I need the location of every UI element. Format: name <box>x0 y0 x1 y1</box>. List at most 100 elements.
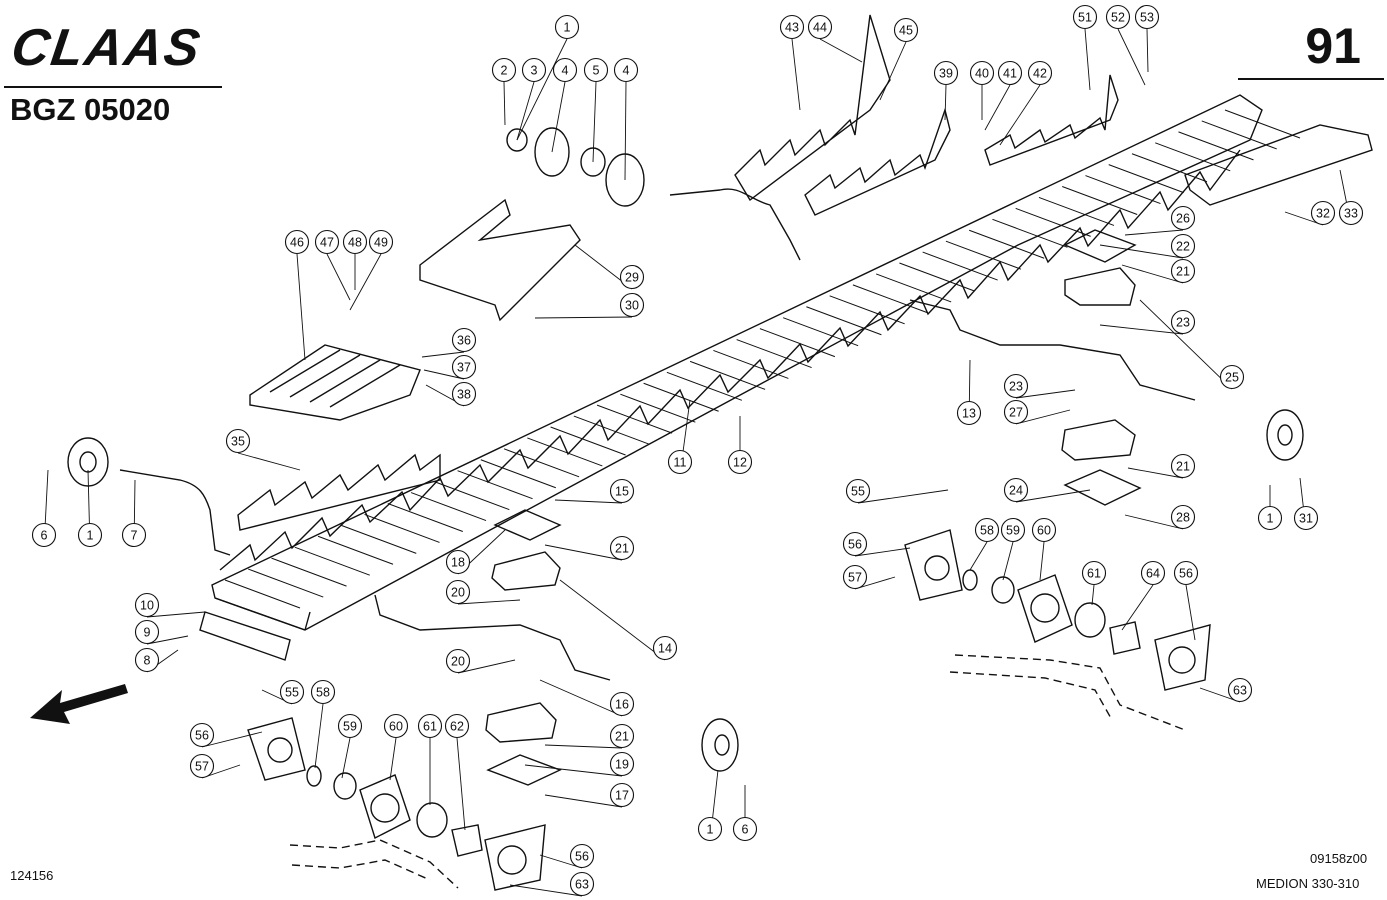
callout-circle <box>1027 60 1053 86</box>
callout-5: 5 <box>583 57 609 83</box>
callout-number: 8 <box>144 654 151 668</box>
callout-38: 38 <box>451 381 477 407</box>
leader-line <box>1091 584 1095 606</box>
shaft-13 <box>909 299 1196 401</box>
leader-line <box>516 81 535 141</box>
toothed-strip-51 <box>984 74 1119 166</box>
callout-51: 51 <box>1072 4 1098 30</box>
callout-number: 23 <box>1176 316 1190 330</box>
rake-bar <box>736 339 812 369</box>
callout-2: 2 <box>491 57 517 83</box>
callout-60: 60 <box>383 713 409 739</box>
callout-circle <box>933 60 959 86</box>
callout-12: 12 <box>727 449 753 475</box>
header-rule <box>4 86 222 88</box>
leader-line <box>237 452 301 471</box>
callout-circle <box>845 478 871 504</box>
callout-10: 10 <box>134 592 160 618</box>
callout-number: 32 <box>1316 207 1330 221</box>
callout-circle <box>383 713 409 739</box>
rake-bar <box>620 393 696 423</box>
sawtooth-wall <box>219 149 1241 571</box>
callout-circle <box>609 535 635 561</box>
callout-circle <box>1003 373 1029 399</box>
housing-56-right <box>904 529 963 601</box>
callout-number: 62 <box>450 720 464 734</box>
callout-35: 35 <box>225 428 251 454</box>
screen-plate-10 <box>199 611 291 661</box>
callout-circle <box>609 478 635 504</box>
leader-line <box>1015 489 1091 503</box>
rake-bar <box>294 546 370 576</box>
callout-circle <box>609 723 635 749</box>
callout-circle <box>368 229 394 255</box>
callout-1: 1 <box>77 522 103 548</box>
callout-number: 48 <box>348 236 362 250</box>
callout-number: 60 <box>1037 524 1051 538</box>
leader-line <box>1139 299 1233 390</box>
callout-1: 1 <box>697 816 723 842</box>
callout-40: 40 <box>969 60 995 86</box>
callout-44: 44 <box>807 14 833 40</box>
leader-line <box>534 316 633 319</box>
callout-circle <box>969 60 995 86</box>
conveyor-deck <box>211 94 1263 631</box>
callout-circle <box>667 449 693 475</box>
figure-reference: 09158z00 <box>1310 851 1368 866</box>
callout-number: 25 <box>1225 371 1239 385</box>
callout-42: 42 <box>1027 60 1053 86</box>
bearing-59-left <box>333 772 357 800</box>
callout-circle <box>697 816 723 842</box>
callout-circle <box>31 522 57 548</box>
callout-9: 9 <box>134 619 160 645</box>
leader-line <box>1015 409 1071 425</box>
callout-52: 52 <box>1105 4 1131 30</box>
rake-bar <box>317 535 394 565</box>
callout-number: 24 <box>1009 484 1023 498</box>
callout-number: 49 <box>374 236 388 250</box>
callout-circle <box>619 264 645 290</box>
rake-bar-grid <box>224 109 1301 609</box>
callout-circle <box>997 60 1023 86</box>
rake-bar <box>480 459 556 489</box>
rake-bar <box>643 382 719 412</box>
callout-number: 61 <box>1087 567 1101 581</box>
callout-circle <box>619 292 645 318</box>
callout-circle <box>1003 477 1029 503</box>
callout-number: 44 <box>813 21 827 35</box>
callout-number: 16 <box>615 698 629 712</box>
callout-circle <box>1072 4 1098 30</box>
flange-60-right <box>1017 574 1073 643</box>
page-number: 91 <box>1305 18 1361 74</box>
leader-line <box>503 81 506 126</box>
callout-number: 21 <box>1176 460 1190 474</box>
plate-24 <box>1063 469 1142 506</box>
circlip-58-right <box>962 569 978 591</box>
callout-number: 58 <box>316 686 330 700</box>
chassis-dash-right <box>949 654 1186 731</box>
flange-bearing-bottom-bore <box>714 734 730 756</box>
callout-23: 23 <box>1170 309 1196 335</box>
callout-46: 46 <box>284 229 310 255</box>
rake-bar <box>666 371 743 401</box>
callout-number: 9 <box>144 626 151 640</box>
leader-line <box>539 679 623 717</box>
plate-18 <box>493 509 562 541</box>
toothed-strip-43 <box>734 14 891 202</box>
leader-line <box>146 611 206 618</box>
callout-59: 59 <box>1000 517 1026 543</box>
callout-circle <box>1140 560 1166 586</box>
callout-60: 60 <box>1031 517 1057 543</box>
callout-number: 39 <box>939 67 953 81</box>
rake-bar <box>1224 109 1301 139</box>
callout-15: 15 <box>609 478 635 504</box>
callout-57: 57 <box>189 753 215 779</box>
rake-bar <box>806 306 882 336</box>
callout-24: 24 <box>1003 477 1029 503</box>
callout-circle <box>1000 517 1026 543</box>
rake-bar <box>829 295 905 325</box>
callout-number: 63 <box>575 878 589 892</box>
leader-line <box>146 635 189 645</box>
flange-60-right-bore <box>1030 593 1060 623</box>
callout-number: 21 <box>615 542 629 556</box>
